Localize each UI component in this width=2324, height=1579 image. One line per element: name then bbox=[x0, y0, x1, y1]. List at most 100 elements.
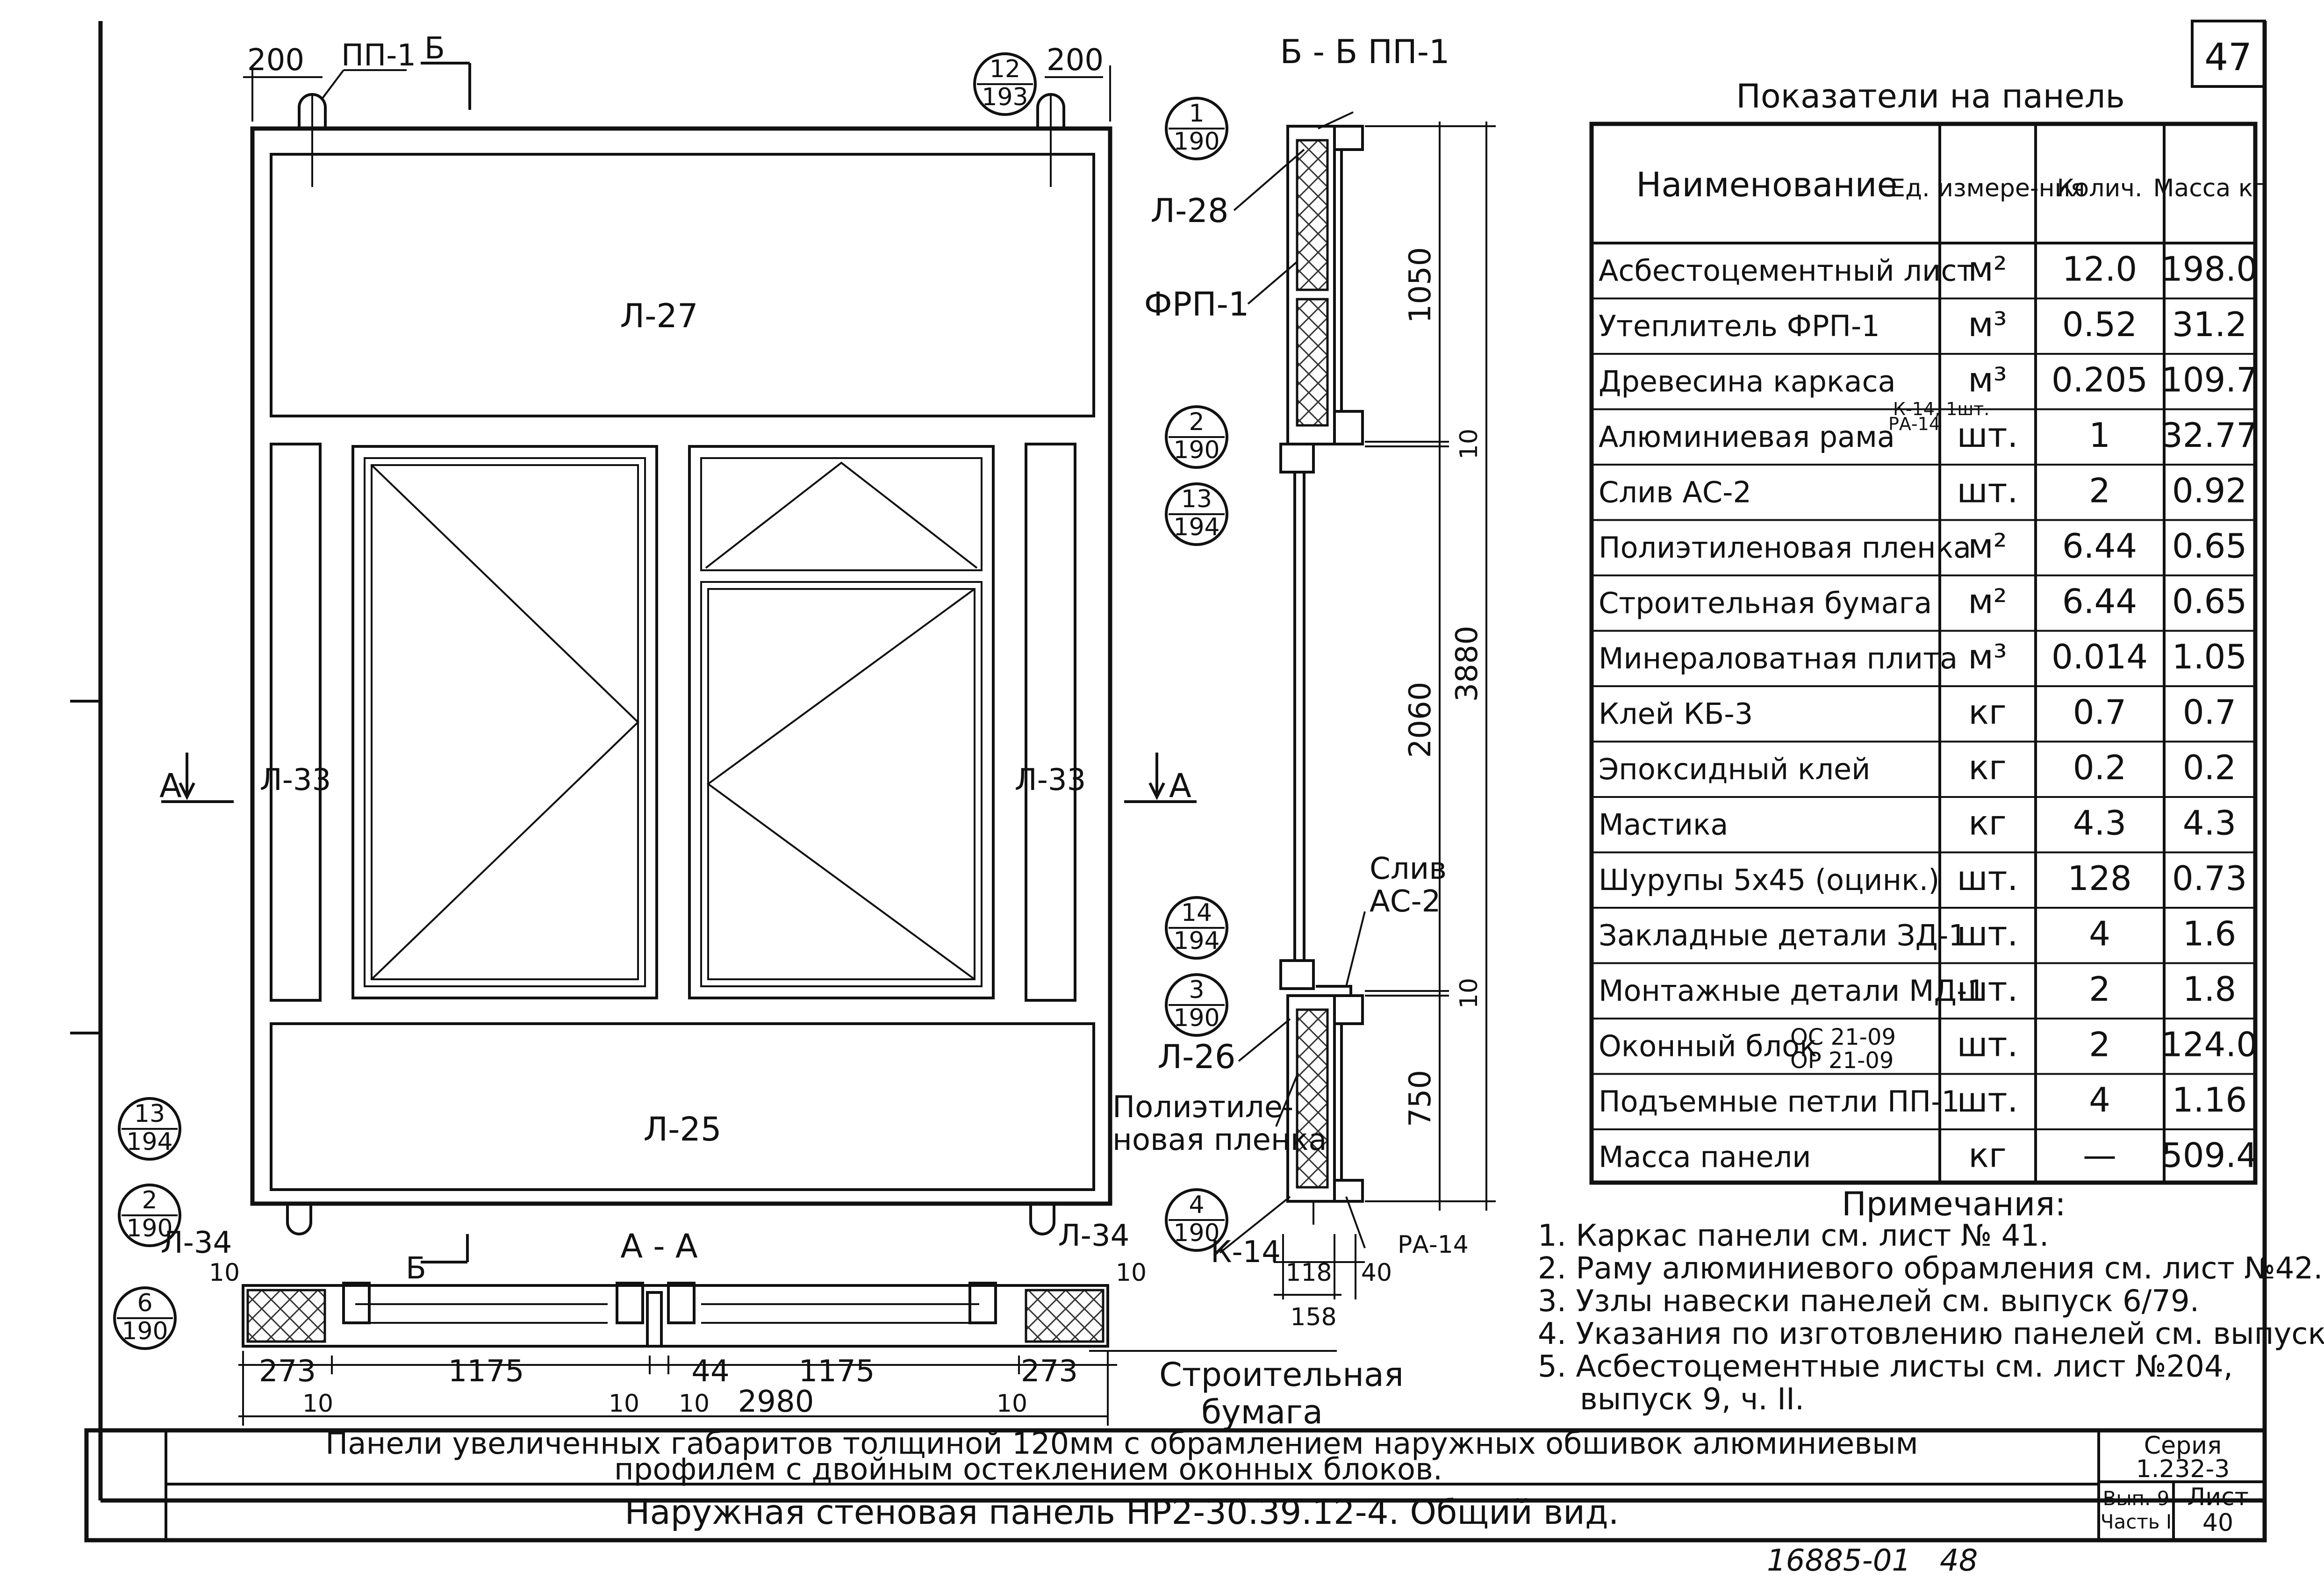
bb-dim-118: 118 bbox=[1285, 1259, 1332, 1287]
note-4: 4. Указания по изготовлению панелей см. … bbox=[1538, 1317, 2324, 1351]
notes-title: Примечания: bbox=[1842, 1185, 2066, 1223]
sheet-number: 47 bbox=[2204, 36, 2252, 79]
cell-name: Оконный блок bbox=[1599, 1029, 1817, 1063]
section-aa-b-letter: Б bbox=[406, 1251, 426, 1286]
dim-aa-44: 44 bbox=[691, 1354, 729, 1389]
bb-dim-40: 40 bbox=[1361, 1259, 1392, 1287]
callout-4-190: 4 190 bbox=[1165, 1188, 1228, 1252]
cell-name: Эпоксидный клей bbox=[1599, 752, 1870, 786]
cell-qty: 0.014 bbox=[2051, 637, 2148, 676]
cell-unit: м² bbox=[1968, 250, 2007, 289]
bb-l28-label: Л-28 bbox=[1151, 192, 1229, 230]
cell-unit: м³ bbox=[1968, 305, 2007, 344]
svg-text:6: 6 bbox=[137, 1289, 152, 1317]
cell-mass: 124.0 bbox=[2161, 1025, 2258, 1064]
th-unit: Ед. измере-ния bbox=[1890, 174, 2085, 202]
series-value: 1.232-3 bbox=[2136, 1455, 2230, 1483]
cell-mass: 0.7 bbox=[2183, 693, 2237, 732]
bb-dim-3880: 3880 bbox=[1450, 626, 1485, 702]
cell-qty: 12.0 bbox=[2062, 250, 2137, 289]
note-5: 5. Асбестоцементные листы см. лист №204, bbox=[1538, 1349, 2233, 1384]
cell-unit: м² bbox=[1968, 582, 2007, 621]
cell-qty: 1 bbox=[2089, 416, 2110, 455]
callout-2-190-elev: 2 190 bbox=[118, 1184, 181, 1247]
stamp-code: 16885-01 bbox=[1767, 1543, 1911, 1578]
cell-name: Подъемные петли ПП-1 bbox=[1599, 1084, 1960, 1119]
callout-3-190: 3 190 bbox=[1165, 973, 1228, 1037]
issue-label: Вып. 9 bbox=[2103, 1487, 2170, 1510]
cell-qty: 2 bbox=[2089, 1025, 2110, 1064]
l34-left-label: Л-34 bbox=[161, 1226, 232, 1260]
cell-mass: 1.6 bbox=[2183, 914, 2237, 954]
svg-text:190: 190 bbox=[126, 1214, 172, 1242]
svg-text:12: 12 bbox=[990, 55, 1020, 83]
cell-name: Древесина каркаса bbox=[1599, 365, 1896, 399]
bb-dim-750: 750 bbox=[1403, 1070, 1438, 1127]
note-1: 1. Каркас панели см. лист № 41. bbox=[1538, 1219, 2049, 1253]
cell-mass: 509.4 bbox=[2161, 1136, 2258, 1175]
cell-qty: 0.205 bbox=[2051, 360, 2148, 400]
callout-13-194-bb: 13 194 bbox=[1165, 482, 1228, 546]
frame-note: К-14, 1шт. bbox=[1893, 399, 1989, 419]
panel-label-top: Л-27 bbox=[620, 297, 698, 335]
svg-text:1: 1 bbox=[1189, 100, 1204, 128]
cell-unit: шт. bbox=[1957, 1025, 2018, 1064]
indicators-table bbox=[1589, 122, 2258, 1185]
drawing-name: Наружная стеновая панель НР2-30.39.12-4.… bbox=[624, 1493, 1619, 1532]
cell-mass: 0.2 bbox=[2183, 748, 2237, 787]
svg-text:194: 194 bbox=[1173, 927, 1219, 955]
sheet-frame bbox=[70, 20, 2267, 1503]
bb-dim-10a: 10 bbox=[1455, 429, 1483, 459]
cell-unit: шт. bbox=[1957, 1080, 2018, 1120]
cell-name: Шурупы 5х45 (оцинк.) bbox=[1599, 863, 1939, 897]
cell-qty: 6.44 bbox=[2062, 526, 2137, 566]
svg-text:194: 194 bbox=[126, 1128, 172, 1156]
svg-text:190: 190 bbox=[1173, 128, 1219, 156]
dim-right-200: 200 bbox=[1047, 43, 1104, 78]
note-3: 3. Узлы навески панелей см. выпуск 6/79. bbox=[1538, 1284, 2199, 1319]
cell-name: Масса панели bbox=[1599, 1140, 1811, 1174]
cell-qty: 0.2 bbox=[2073, 748, 2127, 787]
svg-text:190: 190 bbox=[122, 1317, 168, 1345]
panel-label-left: Л-33 bbox=[260, 763, 331, 797]
cell-qty: 2 bbox=[2089, 969, 2110, 1009]
cell-mass: 0.92 bbox=[2172, 471, 2247, 510]
bb-poly-label-1: Полиэтиле- bbox=[1112, 1090, 1293, 1125]
cell-name: Полиэтиленовая пленка bbox=[1599, 531, 1971, 565]
svg-text:14: 14 bbox=[1181, 899, 1212, 927]
section-aa bbox=[238, 1234, 1337, 1426]
svg-text:190: 190 bbox=[1173, 1004, 1219, 1032]
callout-13-194-elev: 13 194 bbox=[118, 1097, 181, 1161]
cell-mass: 0.73 bbox=[2172, 859, 2247, 898]
sheet-label: Лист bbox=[2187, 1483, 2249, 1511]
cell-name: Закладные детали ЗД-1 bbox=[1599, 919, 1967, 953]
cell-mass: 0.65 bbox=[2172, 582, 2247, 621]
cell-mass: 1.05 bbox=[2172, 637, 2247, 676]
svg-text:194: 194 bbox=[1173, 513, 1219, 541]
cell-unit: кг bbox=[1968, 693, 2006, 732]
callout-12-193: 12 193 bbox=[973, 52, 1037, 116]
bb-k14-label: К-14 bbox=[1211, 1235, 1281, 1270]
part-label: Часть I bbox=[2101, 1510, 2172, 1533]
cell-qty: — bbox=[2083, 1136, 2116, 1175]
cell-unit: шт. bbox=[1957, 416, 2018, 455]
cell-unit: шт. bbox=[1957, 969, 2018, 1009]
cell-qty: 4 bbox=[2089, 914, 2110, 954]
bb-dim-10b: 10 bbox=[1455, 978, 1483, 1009]
cell-unit: кг bbox=[1968, 1136, 2006, 1175]
cell-mass: 1.8 bbox=[2183, 969, 2237, 1009]
bb-sliv-label-2: АС-2 bbox=[1370, 884, 1441, 919]
title-line-2: профилем с двойным остеклением оконных б… bbox=[614, 1452, 1442, 1487]
bb-poly-label-2: новая пленка bbox=[1112, 1123, 1327, 1157]
cell-mass: 0.65 bbox=[2172, 526, 2247, 566]
cell-qty: 2 bbox=[2089, 471, 2110, 510]
sheet-value: 40 bbox=[2202, 1509, 2233, 1537]
svg-text:13: 13 bbox=[1181, 485, 1212, 513]
th-name: Наименование bbox=[1636, 165, 1898, 204]
dim-aa-273b: 273 bbox=[1021, 1354, 1078, 1389]
title-line-1: Панели увеличенных габаритов толщиной 12… bbox=[325, 1427, 1918, 1461]
cell-unit: шт. bbox=[1957, 471, 2018, 510]
th-mass: Масса кг bbox=[2153, 174, 2266, 202]
